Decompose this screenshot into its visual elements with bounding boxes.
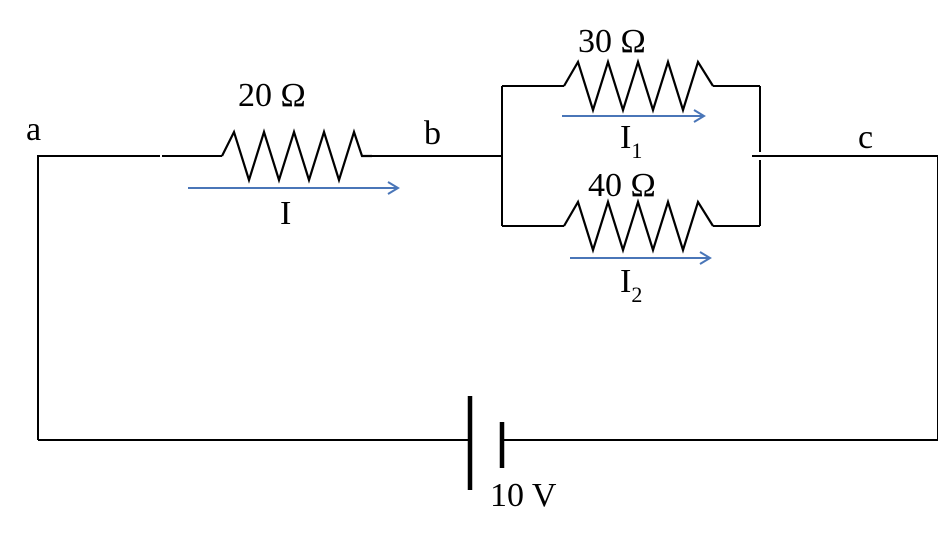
wire-c-right: [752, 155, 938, 440]
node-label-c: c: [858, 119, 873, 156]
node-label-b: b: [424, 115, 441, 152]
wire-left-top: [37, 155, 160, 440]
current-arrow-branch1: [562, 109, 706, 123]
current-arrow-main: [188, 181, 400, 195]
resistor-20-ohm: [221, 128, 372, 184]
battery-label: 10 V: [490, 477, 557, 514]
current-arrow-branch2: [570, 251, 712, 265]
resistor-30-ohm: [563, 58, 714, 114]
current-label-branch2: I2: [620, 263, 642, 307]
current-label-branch1-symbol: I: [620, 119, 631, 156]
node-label-a: a: [26, 111, 41, 148]
current-label-branch2-subscript: 2: [631, 282, 642, 307]
current-label-branch2-symbol: I: [620, 263, 631, 300]
resistor-40-ohm: [563, 198, 714, 254]
current-label-branch1-subscript: 1: [631, 138, 642, 163]
resistor-20-ohm-label: 20 Ω: [238, 77, 306, 114]
current-label-branch1: I1: [620, 119, 642, 163]
current-label-main: I: [280, 195, 291, 232]
resistor-30-ohm-label: 30 Ω: [578, 23, 646, 60]
resistor-40-ohm-label: 40 Ω: [588, 167, 656, 204]
